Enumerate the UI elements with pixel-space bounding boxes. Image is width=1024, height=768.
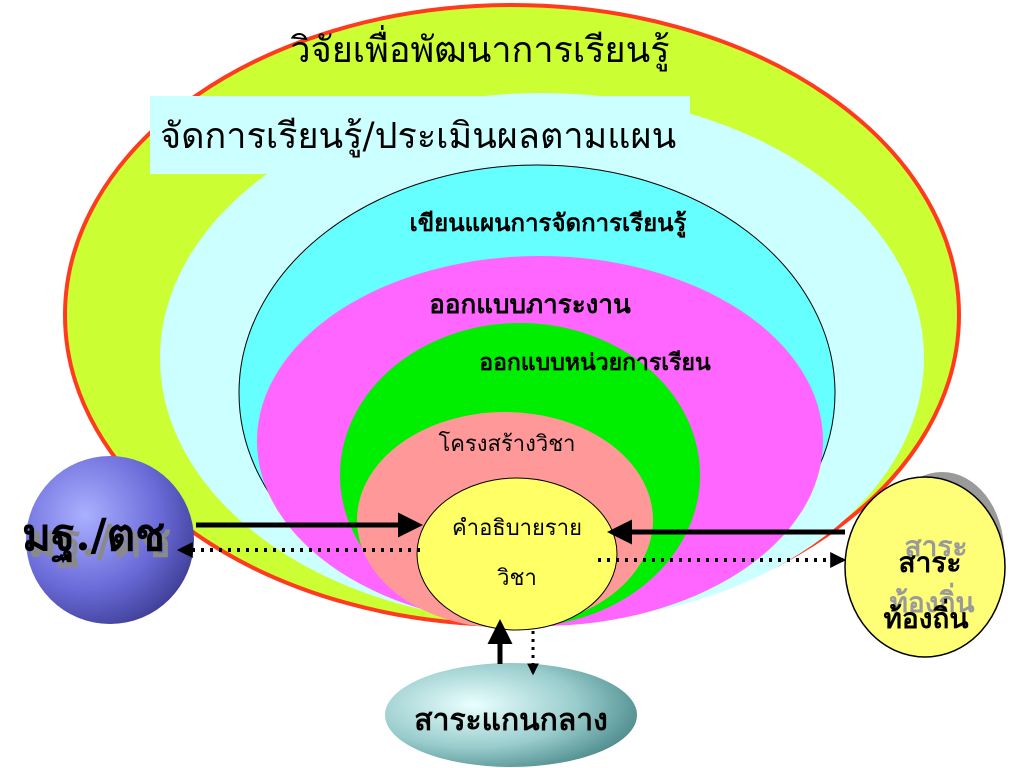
local-content-label-line1: สาระ: [899, 546, 962, 579]
local-content-label-line2: ท้องถิ่น: [883, 598, 968, 635]
research-label: วิจัยเพื่อพัฒนาการเรียนรู้: [290, 25, 669, 72]
design-tasks-label: ออกแบบภาระงาน: [429, 290, 631, 320]
course-description-label-line1: คำอธิบายราย: [452, 516, 582, 541]
manage-assess-label-bg: [150, 96, 690, 174]
standards-label: มฐ./ตช: [22, 510, 165, 563]
manage-assess-label: จัดการเรียนรู้/ประเมินผลตามแผน: [160, 116, 676, 158]
design-units-label: ออกแบบหน่วยการเรียน: [479, 349, 711, 376]
standards-circle: [26, 456, 194, 624]
local-content-label-line2-shadow: ท้องถิ่น: [889, 582, 974, 619]
core-content-ellipse: [385, 663, 637, 767]
course-structure-label: โครงสร้างวิชา: [438, 431, 575, 457]
course-description-core: [416, 477, 618, 631]
core-content-label: สาระแกนกลาง: [414, 703, 607, 738]
local-content-label-line1-shadow: สาระ: [905, 530, 968, 563]
write-plan-label: เขียนแผนการจัดการเรียนรู้: [410, 208, 687, 238]
standards-label-shadow: มฐ./ตช: [28, 516, 171, 569]
course-description-label-line2: วิชา: [497, 566, 537, 591]
